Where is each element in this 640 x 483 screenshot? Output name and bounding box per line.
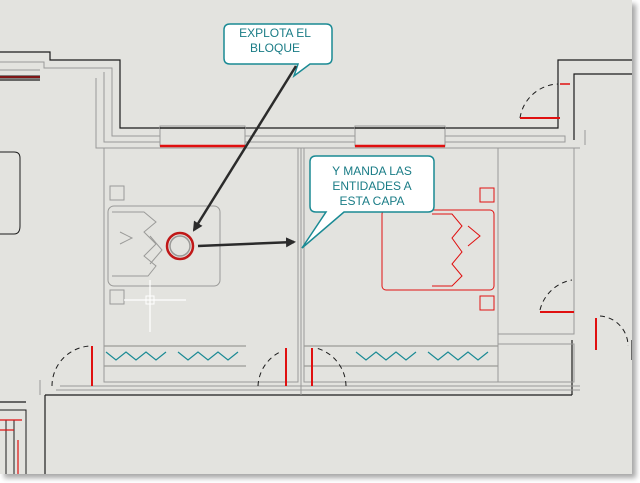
- door-swings: [51, 83, 629, 387]
- bed-block-gray: [107, 185, 221, 332]
- selection-marker[interactable]: [165, 231, 195, 261]
- cad-canvas[interactable]: EXPLOTA EL BLOQUE Y MANDA LAS ENTIDADES …: [0, 0, 632, 474]
- closet-doors: [104, 345, 498, 367]
- left-room-fragment: [0, 151, 27, 474]
- floor-plan-drawing[interactable]: [0, 0, 632, 474]
- annotation-arrows: [192, 65, 298, 248]
- left-red-marks: [0, 419, 22, 474]
- callout-text-send-to-layer: Y MANDA LAS ENTIDADES A ESTA CAPA: [332, 164, 412, 208]
- callout-send-to-layer: [301, 155, 435, 249]
- bed-block-red: [381, 187, 495, 311]
- callout-text-explode-block: EXPLOTA EL BLOQUE: [239, 26, 311, 55]
- interior-walls: [0, 61, 586, 395]
- exterior-walls: [0, 51, 632, 474]
- callout-explode-block: [223, 23, 333, 79]
- windows: [0, 75, 446, 148]
